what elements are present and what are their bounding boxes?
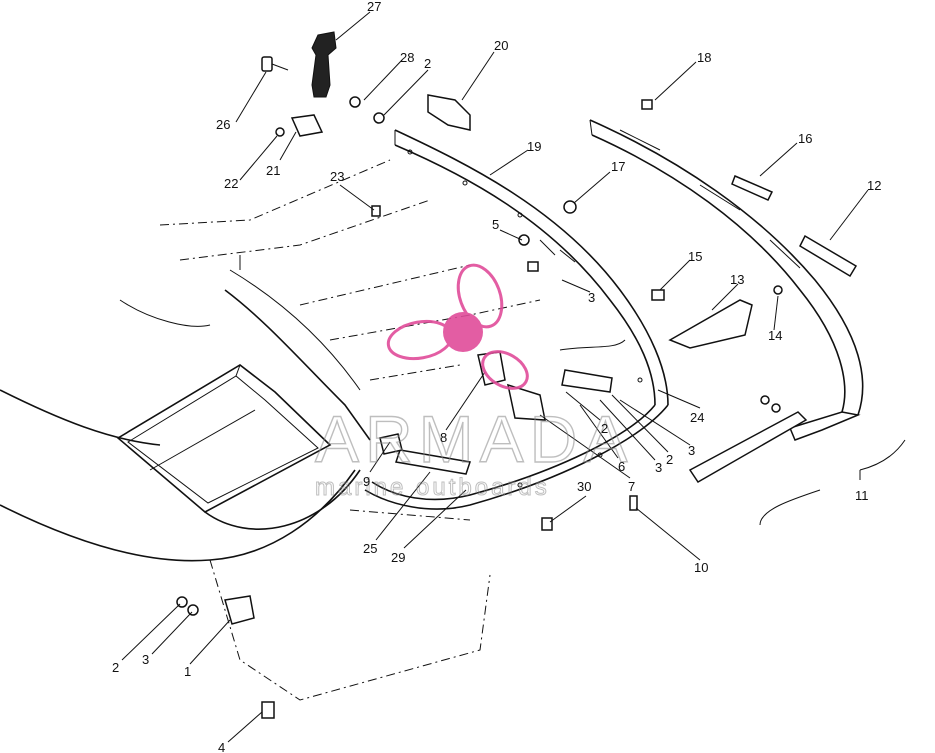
callout-1: 1 [184, 664, 191, 679]
washer-right-1 [760, 395, 770, 405]
callout-17: 17 [611, 159, 625, 174]
callout-18: 18 [697, 50, 711, 65]
bracket-20 [427, 94, 471, 131]
panel-19 [364, 129, 669, 510]
callout-2-top: 2 [424, 56, 431, 71]
callout-28: 28 [400, 50, 414, 65]
callout-14: 14 [768, 328, 782, 343]
callout-21: 21 [266, 163, 280, 178]
plate-21 [290, 114, 324, 137]
screw-22 [275, 127, 285, 137]
rail-11 [589, 119, 906, 526]
pin-10 [629, 495, 638, 511]
strip-right [688, 411, 808, 483]
callout-12: 12 [867, 178, 881, 193]
nut-2-top [373, 112, 385, 124]
screw-4 [261, 701, 275, 719]
rod-24 [559, 339, 626, 351]
bolt-5 [518, 234, 539, 272]
callout-30: 30 [577, 479, 591, 494]
handle-27 [311, 31, 337, 98]
callout-26: 26 [216, 117, 230, 132]
pin-23 [371, 205, 381, 217]
strip-16 [731, 174, 774, 201]
callout-22: 22 [224, 176, 238, 191]
washer-28 [349, 96, 361, 108]
callout-2-lower: 2 [112, 660, 119, 675]
latch-7 [507, 383, 546, 421]
callout-11: 11 [855, 488, 869, 503]
callout-23: 23 [330, 169, 344, 184]
callout-16: 16 [798, 131, 812, 146]
phantom-line-lower [209, 559, 491, 701]
bolt-15 [651, 289, 665, 301]
callout-4: 4 [218, 740, 225, 753]
bolt-26 [261, 56, 289, 72]
callout-5: 5 [492, 217, 499, 232]
callout-6: 6 [618, 459, 625, 474]
grommet-17 [563, 200, 577, 214]
washer-3-lower [187, 604, 199, 616]
callouts: 27 28 2 26 20 18 22 21 19 23 17 16 12 5 … [112, 0, 881, 753]
callout-19: 19 [527, 139, 541, 154]
callout-3-right: 3 [655, 460, 662, 475]
callout-10: 10 [694, 560, 708, 575]
callout-3-lower: 3 [142, 652, 149, 667]
watermark-title: ARMADA [315, 402, 633, 476]
callout-25: 25 [363, 541, 377, 556]
callout-2-right: 2 [666, 452, 673, 467]
phantom-line-mid [349, 509, 471, 521]
callout-15: 15 [688, 249, 702, 264]
bracket-24 [561, 369, 613, 393]
callout-3-mid: 3 [588, 290, 595, 305]
callout-24: 24 [690, 410, 704, 425]
callout-27: 27 [367, 0, 381, 14]
bolt-30 [541, 517, 553, 531]
leader-lines [121, 11, 869, 743]
watermark: ARMADA marine outboards [314, 263, 633, 502]
callout-7: 7 [628, 479, 635, 494]
hood-recess [116, 364, 361, 530]
callout-8: 8 [440, 430, 447, 445]
strip-25 [395, 449, 471, 475]
washer-right-2 [771, 403, 781, 413]
watermark-subtitle: marine outboards [315, 474, 550, 501]
callout-29: 29 [391, 550, 405, 565]
strip-12 [799, 234, 858, 278]
callout-2-mid: 2 [601, 421, 608, 436]
callout-9: 9 [363, 474, 370, 489]
screw-14 [773, 285, 783, 295]
bracket-13 [668, 299, 753, 349]
callout-3-far: 3 [688, 443, 695, 458]
callout-20: 20 [494, 38, 508, 53]
callout-13: 13 [730, 272, 744, 287]
screw-18 [641, 99, 653, 110]
propeller-logo-icon [386, 263, 529, 390]
hinge-1 [224, 595, 255, 625]
hood-outline [0, 159, 541, 562]
